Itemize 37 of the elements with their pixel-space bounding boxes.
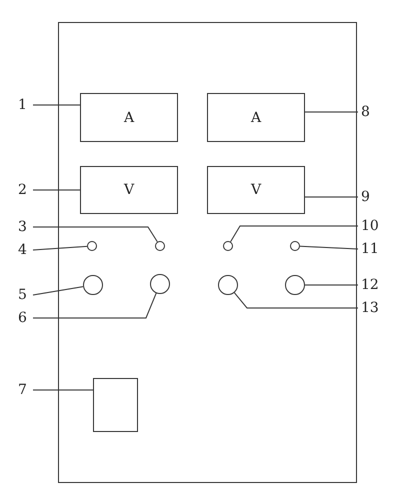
leader-line — [32, 292, 157, 318]
indicator-lamp — [290, 241, 300, 251]
indicator-lamp — [223, 241, 233, 251]
meter-display: V — [207, 166, 305, 214]
leader-line — [230, 226, 358, 242]
rectangular-part — [93, 378, 138, 432]
meter-display: A — [207, 93, 305, 142]
callout-number: 10 — [361, 218, 381, 234]
callout-number: 13 — [361, 300, 381, 316]
callout-number: 1 — [18, 97, 30, 113]
callout-number: 2 — [18, 182, 30, 198]
indicator-lamp — [155, 241, 165, 251]
leader-line — [304, 284, 358, 286]
leader-line — [300, 246, 358, 250]
meter-display: V — [80, 166, 178, 214]
callout-number: 8 — [361, 104, 373, 120]
knob — [218, 275, 238, 295]
callout-number: 6 — [18, 310, 30, 326]
leader-line — [304, 196, 358, 198]
knob — [285, 275, 305, 295]
meter-display: A — [80, 93, 178, 142]
indicator-lamp — [87, 241, 97, 251]
leader-line — [234, 292, 358, 308]
leader-line — [32, 246, 88, 250]
panel-outline — [58, 22, 357, 483]
callout-number: 12 — [361, 277, 381, 293]
callout-number: 3 — [18, 219, 30, 235]
callout-number: 9 — [361, 189, 373, 205]
leader-line — [32, 226, 158, 242]
callout-number: 7 — [18, 382, 30, 398]
callout-number: 11 — [361, 241, 381, 257]
leader-line — [32, 104, 80, 106]
knob — [83, 275, 103, 295]
knob — [150, 274, 170, 294]
callout-number: 4 — [18, 242, 30, 258]
callout-number: 5 — [18, 287, 30, 303]
leader-line — [32, 286, 84, 296]
